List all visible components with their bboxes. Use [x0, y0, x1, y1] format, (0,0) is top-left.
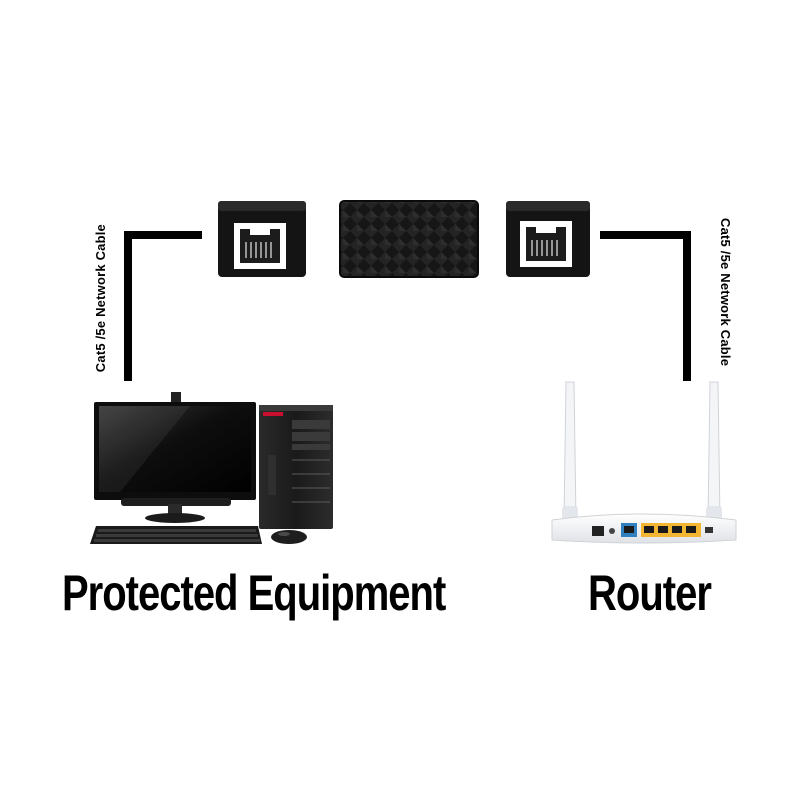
wifi-router-icon	[551, 381, 737, 544]
right-cable-label: Cat5 /5e Network Cable	[718, 218, 733, 367]
rj45-coupler-icon	[218, 201, 306, 277]
desktop-computer-icon	[90, 392, 333, 544]
protected-equipment-label: Protected Equipment	[62, 566, 446, 621]
surge-protector-icon	[339, 200, 479, 278]
left-cable-horizontal	[124, 231, 202, 239]
right-cable-vertical	[683, 231, 691, 381]
left-cable-vertical	[124, 231, 132, 381]
router-label: Router	[588, 566, 712, 621]
rj45-coupler-icon	[506, 201, 590, 277]
right-cable-horizontal	[600, 231, 691, 239]
